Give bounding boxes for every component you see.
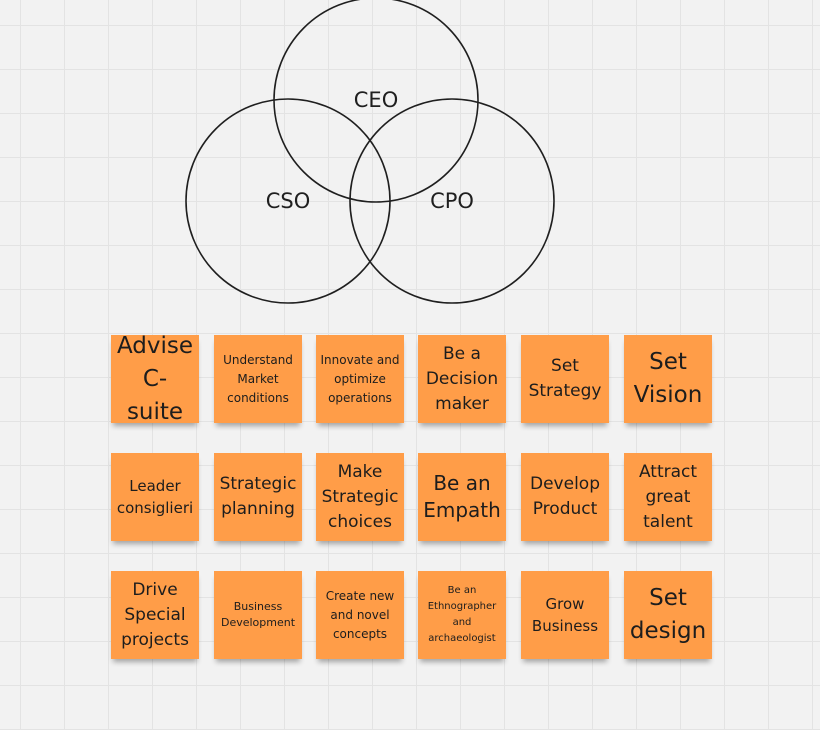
sticky-note-text: Set Vision [633,349,703,408]
sticky-note-ethnographer-archaeologist[interactable]: Be an Ethnographer and archaeologist [418,571,506,659]
sticky-note-text: Be an Empath [423,471,501,522]
sticky-note-text: Leader consiglieri [116,477,194,517]
sticky-note-grow-business[interactable]: Grow Business [521,571,609,659]
venn-label-cso: CSO [266,189,311,213]
venn-label-ceo: CEO [354,88,398,112]
sticky-note-text: Set Strategy [528,356,602,401]
sticky-note-text: Be a Decision maker [425,343,499,414]
sticky-note-make-strategic-choices[interactable]: Make Strategic choices [316,453,404,541]
sticky-note-text: Make Strategic choices [321,461,399,532]
sticky-note-text: Grow Business [531,595,599,635]
sticky-note-text: Create new and novel concepts [325,588,395,641]
sticky-note-text: Strategic planning [219,474,297,519]
sticky-note-advise-c-suite[interactable]: Advise C-suite [111,333,199,425]
sticky-note-text: Advise C-suite [116,332,194,425]
sticky-note-text: Be an Ethnographer and archaeologist [427,585,497,644]
venn-circle-cso[interactable] [185,98,391,304]
sticky-note-text: Understand Market conditions [223,352,293,405]
sticky-note-drive-special-projects[interactable]: Drive Special projects [111,571,199,659]
sticky-note-set-strategy[interactable]: Set Strategy [521,335,609,423]
sticky-note-set-design[interactable]: Set design [624,571,712,659]
sticky-note-set-vision[interactable]: Set Vision [624,335,712,423]
sticky-note-attract-great-talent[interactable]: Attract great talent [624,453,712,541]
sticky-note-be-a-decision-maker[interactable]: Be a Decision maker [418,335,506,423]
sticky-note-text: Business Development [220,600,296,629]
sticky-note-innovate-and-optimize[interactable]: Innovate and optimize operations [316,335,404,423]
sticky-note-text: Drive Special projects [121,579,189,650]
sticky-note-text: Set design [629,585,707,644]
sticky-note-text: Attract great talent [638,461,698,532]
sticky-note-develop-product[interactable]: Develop Product [521,453,609,541]
sticky-note-text: Innovate and optimize operations [320,352,400,405]
sticky-note-business-development[interactable]: Business Development [214,571,302,659]
sticky-note-leader-consiglieri[interactable]: Leader consiglieri [111,453,199,541]
sticky-note-be-an-empath[interactable]: Be an Empath [418,453,506,541]
sticky-note-understand-market-conditions[interactable]: Understand Market conditions [214,335,302,423]
venn-label-cpo: CPO [430,189,474,213]
sticky-note-text: Develop Product [530,474,600,519]
venn-circle-cpo[interactable] [349,98,555,304]
venn-diagram: CEO CSO CPO [185,0,555,304]
sticky-note-create-new-concepts[interactable]: Create new and novel concepts [316,571,404,659]
sticky-note-strategic-planning[interactable]: Strategic planning [214,453,302,541]
